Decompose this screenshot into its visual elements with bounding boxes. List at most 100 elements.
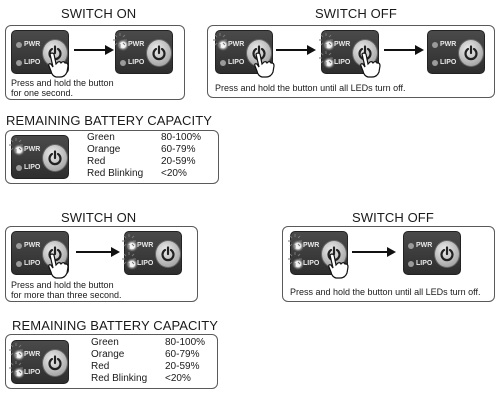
lipo-label: LIPO (334, 59, 351, 66)
device-panel: PWR LIPO (11, 340, 69, 384)
pointing-hand-icon (360, 52, 381, 78)
pwr-led (408, 243, 414, 249)
lipo-label: LIPO (416, 260, 433, 267)
led-glow-icon (9, 343, 23, 357)
pwr-label: PWR (24, 242, 41, 249)
device-panel: PWR LIPO (215, 30, 273, 74)
power-icon (48, 150, 62, 166)
power-icon (464, 45, 478, 61)
switch-off-title-1: SWITCH OFF (315, 6, 397, 21)
lipo-led (408, 261, 414, 267)
lipo-led (129, 261, 135, 267)
led-glow-icon (122, 252, 136, 266)
right-arrow-icon (384, 45, 424, 55)
lipo-label: LIPO (440, 59, 457, 66)
pwr-led (16, 147, 22, 153)
power-icon (440, 246, 454, 262)
led-glow-icon (319, 51, 333, 65)
battery-range: 60-79% (165, 349, 200, 360)
power-icon (48, 355, 62, 371)
battery-color: Red Blinking (91, 373, 148, 384)
battery-color: Red (91, 361, 110, 372)
pointing-hand-icon (328, 253, 349, 279)
pwr-led (432, 42, 438, 48)
led-glow-icon (213, 33, 227, 47)
pwr-label: PWR (440, 41, 457, 48)
pwr-led (16, 243, 22, 249)
power-button (155, 240, 181, 268)
pwr-led (295, 243, 301, 249)
switch-on-caption-line2: for one second. (11, 88, 74, 98)
lipo-led (16, 165, 22, 171)
battery-range: 80-100% (165, 337, 206, 348)
right-arrow-icon (74, 45, 114, 55)
switch-off-caption: Press and hold the button until all LEDs… (215, 83, 406, 93)
battery-color: Red Blinking (87, 168, 144, 179)
switch-off-caption: Press and hold the button until all LEDs… (290, 287, 481, 297)
pointing-hand-icon (48, 253, 69, 279)
lipo-label: LIPO (128, 59, 145, 66)
battery-range: 60-79% (161, 144, 196, 155)
battery-range: 20-59% (165, 361, 200, 372)
battery-color: Red (87, 156, 106, 167)
pwr-label: PWR (228, 41, 245, 48)
battery-range: <20% (165, 373, 191, 384)
battery-capacity-title-2: REMAINING BATTERY CAPACITY (12, 318, 219, 333)
pwr-led (120, 42, 126, 48)
lipo-led (220, 60, 226, 66)
led-glow-icon (319, 33, 333, 47)
lipo-label: LIPO (137, 260, 154, 267)
right-arrow-icon (76, 247, 120, 257)
power-button (42, 144, 68, 172)
lipo-led (432, 60, 438, 66)
led-glow-icon (9, 361, 23, 375)
lipo-led (16, 370, 22, 376)
power-icon (161, 246, 175, 262)
switch-on-caption-line1: Press and hold the button (11, 78, 114, 88)
pwr-led (129, 243, 135, 249)
pwr-led (220, 42, 226, 48)
lipo-label: LIPO (24, 59, 41, 66)
pwr-label: PWR (24, 146, 41, 153)
lipo-led (326, 60, 332, 66)
pwr-label: PWR (416, 242, 433, 249)
battery-color: Orange (91, 349, 125, 360)
battery-capacity-title-1: REMAINING BATTERY CAPACITY (6, 113, 213, 128)
lipo-label: LIPO (24, 260, 41, 267)
switch-on-title-2: SWITCH ON (61, 210, 137, 225)
device-panel: PWR LIPO (403, 231, 461, 275)
pwr-led (16, 42, 22, 48)
pwr-led (16, 352, 22, 358)
pwr-label: PWR (137, 242, 154, 249)
pwr-label: PWR (334, 41, 351, 48)
switch-on-caption-line2: for more than three second. (11, 290, 122, 300)
pwr-label: PWR (24, 41, 41, 48)
led-glow-icon (113, 33, 127, 47)
device-panel: PWR LIPO (115, 30, 173, 74)
lipo-label: LIPO (24, 164, 41, 171)
switch-on-title-1: SWITCH ON (61, 6, 137, 21)
lipo-label: LIPO (24, 369, 41, 376)
power-icon (152, 45, 166, 61)
battery-range: <20% (161, 168, 187, 179)
switch-off-title-2: SWITCH OFF (352, 210, 434, 225)
power-button (458, 39, 484, 67)
lipo-led (16, 261, 22, 267)
power-button (146, 39, 172, 67)
lipo-led (120, 60, 126, 66)
device-panel: PWR LIPO (124, 231, 182, 275)
power-button (434, 240, 460, 268)
pwr-label: PWR (24, 351, 41, 358)
power-button (42, 349, 68, 377)
battery-color: Green (87, 132, 115, 143)
switch-on-caption-line1: Press and hold the button (11, 280, 114, 290)
lipo-label: LIPO (303, 260, 320, 267)
right-arrow-icon (352, 247, 396, 257)
pwr-label: PWR (303, 242, 320, 249)
pwr-label: PWR (128, 41, 145, 48)
battery-range: 80-100% (161, 132, 202, 143)
pointing-hand-icon (48, 52, 69, 78)
pointing-hand-icon (254, 52, 275, 78)
battery-color: Orange (87, 144, 121, 155)
device-panel: PWR LIPO (11, 135, 69, 179)
